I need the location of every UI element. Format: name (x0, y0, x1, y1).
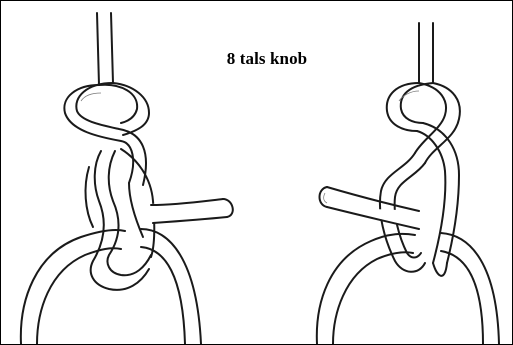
right-bottom-loop (317, 233, 499, 344)
left-standing-part (97, 13, 113, 85)
left-middle-crossing (86, 149, 155, 290)
left-working-end (151, 199, 233, 223)
left-upper-loop (64, 83, 149, 185)
right-standing-part (419, 23, 433, 83)
right-knot-drawing (317, 23, 499, 344)
diagram-title: 8 tals knob (197, 49, 337, 69)
left-bottom-loop (21, 229, 201, 344)
right-working-end (320, 187, 422, 229)
